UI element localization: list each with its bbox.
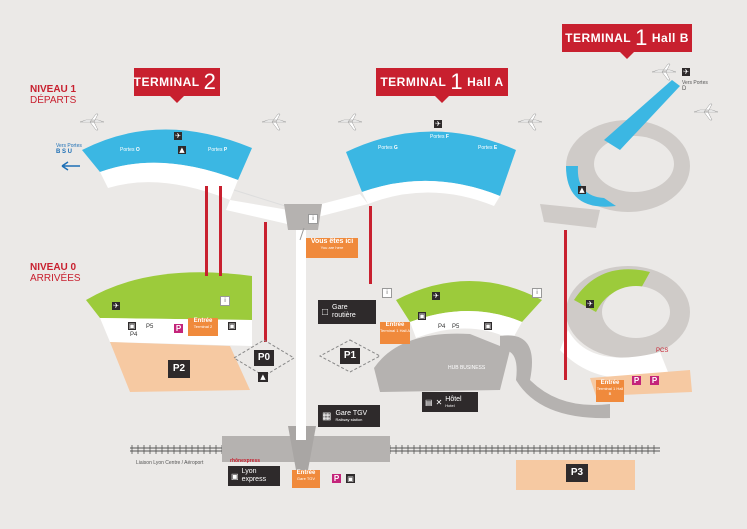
parking-p0[interactable]: P0 <box>254 350 274 366</box>
elevator-icon: ▲ <box>578 186 586 194</box>
terminal1b-arrivals <box>560 266 692 396</box>
elevator-icon: ▲ <box>178 146 186 154</box>
bus-station-label: □ Gare routière <box>318 300 376 324</box>
banner-terminal-1-hall-a: TERMINAL 1 Hall A <box>376 68 508 103</box>
train-icon: ▦ <box>322 410 332 422</box>
banner-terminal-1-hall-b: TERMINAL 1 Hall B <box>562 24 692 59</box>
portes-e: Portes E <box>478 145 498 151</box>
plane-departure-icon: ✈ <box>174 132 182 140</box>
entrance-gare-tgv: Entrée Gare TGV <box>292 470 320 488</box>
bus-icon: ▣ <box>484 322 492 330</box>
airplane-icon <box>79 113 105 131</box>
info-icon: i <box>382 288 392 298</box>
vers-portes-right: Vers Portes D <box>682 80 708 92</box>
plane-departure-icon: ✈ <box>682 68 690 76</box>
airplane-icon <box>651 63 677 81</box>
restaurant-icon: ✕ <box>435 397 443 407</box>
level-niveau-1: NIVEAU 1 DÉPARTS <box>30 84 77 106</box>
bus-icon: □ <box>322 306 329 318</box>
parking-shortterm-icon: P <box>174 324 183 333</box>
walkway-tgv <box>296 214 306 440</box>
airplane-icon <box>261 113 287 131</box>
portes-o: Portes O <box>120 147 140 153</box>
parking-p5-t1: P5 <box>452 324 460 330</box>
portes-f: Portes F <box>430 134 449 140</box>
entrance-terminal-1-hall-a: Entrée Terminal 1 Hall A <box>380 322 410 344</box>
arrow-left-icon <box>61 161 80 171</box>
parking-pcs: PCS <box>656 348 669 354</box>
car-icon: ▣ <box>418 312 426 320</box>
tram-icon: ▣ <box>231 471 239 481</box>
lyon-express-label: ▣ Lyon express <box>228 466 280 486</box>
bed-icon: ▤ <box>425 397 433 407</box>
plane-arrival-icon: ✈ <box>586 300 594 308</box>
liaison-label: Liaison Lyon Centre / Aéroport <box>136 460 204 466</box>
info-icon: i <box>220 296 230 306</box>
parking-p2[interactable]: P2 <box>168 360 190 378</box>
plane-arrival-icon: ✈ <box>112 302 120 310</box>
banner-terminal-2: TERMINAL 2 <box>134 68 220 103</box>
hub-business-label: HUB BUSINESS <box>448 365 486 371</box>
level-niveau-0: NIVEAU 0 ARRIVÉES <box>30 262 81 284</box>
hotel-label: ▤ ✕ Hôtel Hotel <box>422 392 478 412</box>
info-icon: i <box>308 214 318 224</box>
parking-p4-t2: P4 <box>130 332 138 338</box>
terminal1b <box>540 80 690 228</box>
parking-p4-t1: P4 <box>438 324 446 330</box>
plane-departure-icon: ✈ <box>434 120 442 128</box>
portes-p: Portes P <box>208 147 228 153</box>
elevator-icon: ▲ <box>258 372 268 382</box>
entrance-terminal-1-hall-b: Entrée Terminal 1 Hall B <box>596 380 624 402</box>
car-icon: ▣ <box>346 474 355 483</box>
terminal1a-departures <box>306 131 516 220</box>
tgv-station-label: ▦ Gare TGV Railway station <box>318 405 380 427</box>
plane-arrival-icon: ✈ <box>432 292 440 300</box>
terminal1a-arrivals <box>374 281 542 392</box>
car-icon: ▣ <box>128 322 136 330</box>
parking-shortterm-icon: P <box>650 376 659 385</box>
airplane-icon <box>693 103 719 121</box>
vers-portes-left: Vers Portes B S U <box>56 143 82 155</box>
airplane-icon <box>337 113 363 131</box>
parking-shortterm-icon: P <box>632 376 641 385</box>
parking-p3[interactable]: P3 <box>566 464 588 482</box>
you-are-here-marker: Vous êtes ici You are here <box>306 238 358 258</box>
portes-g: Portes G <box>378 145 398 151</box>
parking-p1[interactable]: P1 <box>340 348 360 364</box>
rhonexpress-logo: rhônexpress <box>230 458 261 464</box>
taxi-icon: ▣ <box>228 322 236 330</box>
entrance-terminal-2: Entrée Terminal 2 <box>188 318 218 336</box>
airplane-icon <box>517 113 543 131</box>
parking-shortterm-icon: P <box>332 474 341 483</box>
railway-track <box>130 445 660 454</box>
terminal2-departures <box>82 129 300 226</box>
info-icon: i <box>532 288 542 298</box>
parking-p5-t2: P5 <box>146 324 154 330</box>
vertical-access <box>205 186 567 380</box>
